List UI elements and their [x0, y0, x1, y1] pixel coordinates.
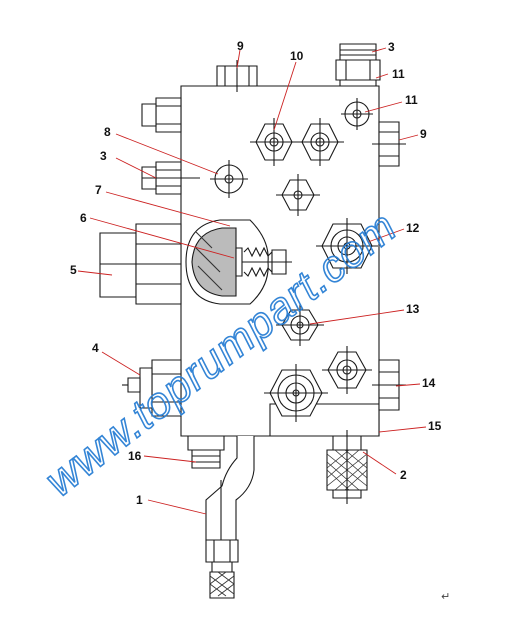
callout-10: 10 — [290, 49, 304, 63]
valve-10-left — [250, 118, 298, 166]
callout-15: 15 — [428, 419, 442, 433]
port-8 — [210, 160, 248, 198]
callout-5: 5 — [70, 263, 77, 277]
fitting-9-right — [372, 122, 406, 166]
valve-lower-right — [322, 346, 372, 394]
fitting-3-left — [142, 162, 200, 194]
callout-11-face: 11 — [405, 93, 418, 107]
leader-lines — [78, 48, 426, 514]
left-fitting-upper — [142, 98, 181, 132]
callout-12: 12 — [406, 221, 420, 235]
callout-3-top: 3 — [388, 40, 395, 54]
callout-4: 4 — [92, 341, 99, 355]
callout-2: 2 — [400, 468, 407, 482]
callout-9-right: 9 — [420, 127, 427, 141]
callout-3-left: 3 — [100, 149, 107, 163]
fitting-4 — [122, 360, 181, 416]
callout-1: 1 — [136, 493, 143, 507]
fitting-2 — [327, 430, 367, 504]
fitting-3-top — [336, 44, 380, 86]
cutaway-check-valve — [186, 220, 292, 304]
return-mark: ↵ — [441, 590, 451, 603]
port-13 — [276, 304, 324, 346]
valve-12 — [316, 218, 378, 274]
callout-14: 14 — [422, 376, 436, 390]
valve-10-right — [296, 118, 344, 166]
port-center-upper — [276, 174, 320, 216]
callout-13: 13 — [406, 302, 420, 316]
fitting-14 — [372, 360, 406, 410]
callout-labels: 9 10 3 11 11 9 8 3 7 6 5 12 13 4 14 15 1… — [70, 39, 442, 507]
port-11 — [341, 98, 373, 130]
callout-11-top: 11 — [392, 67, 405, 81]
pipe-assembly-1 — [206, 436, 254, 598]
callout-7: 7 — [95, 183, 102, 197]
callout-6: 6 — [80, 211, 87, 225]
callout-9-top: 9 — [237, 39, 244, 53]
callout-8: 8 — [104, 125, 111, 139]
fitting-5 — [100, 224, 181, 304]
valve-lower-left — [264, 364, 328, 422]
callout-16: 16 — [128, 449, 142, 463]
fitting-16 — [188, 436, 224, 468]
